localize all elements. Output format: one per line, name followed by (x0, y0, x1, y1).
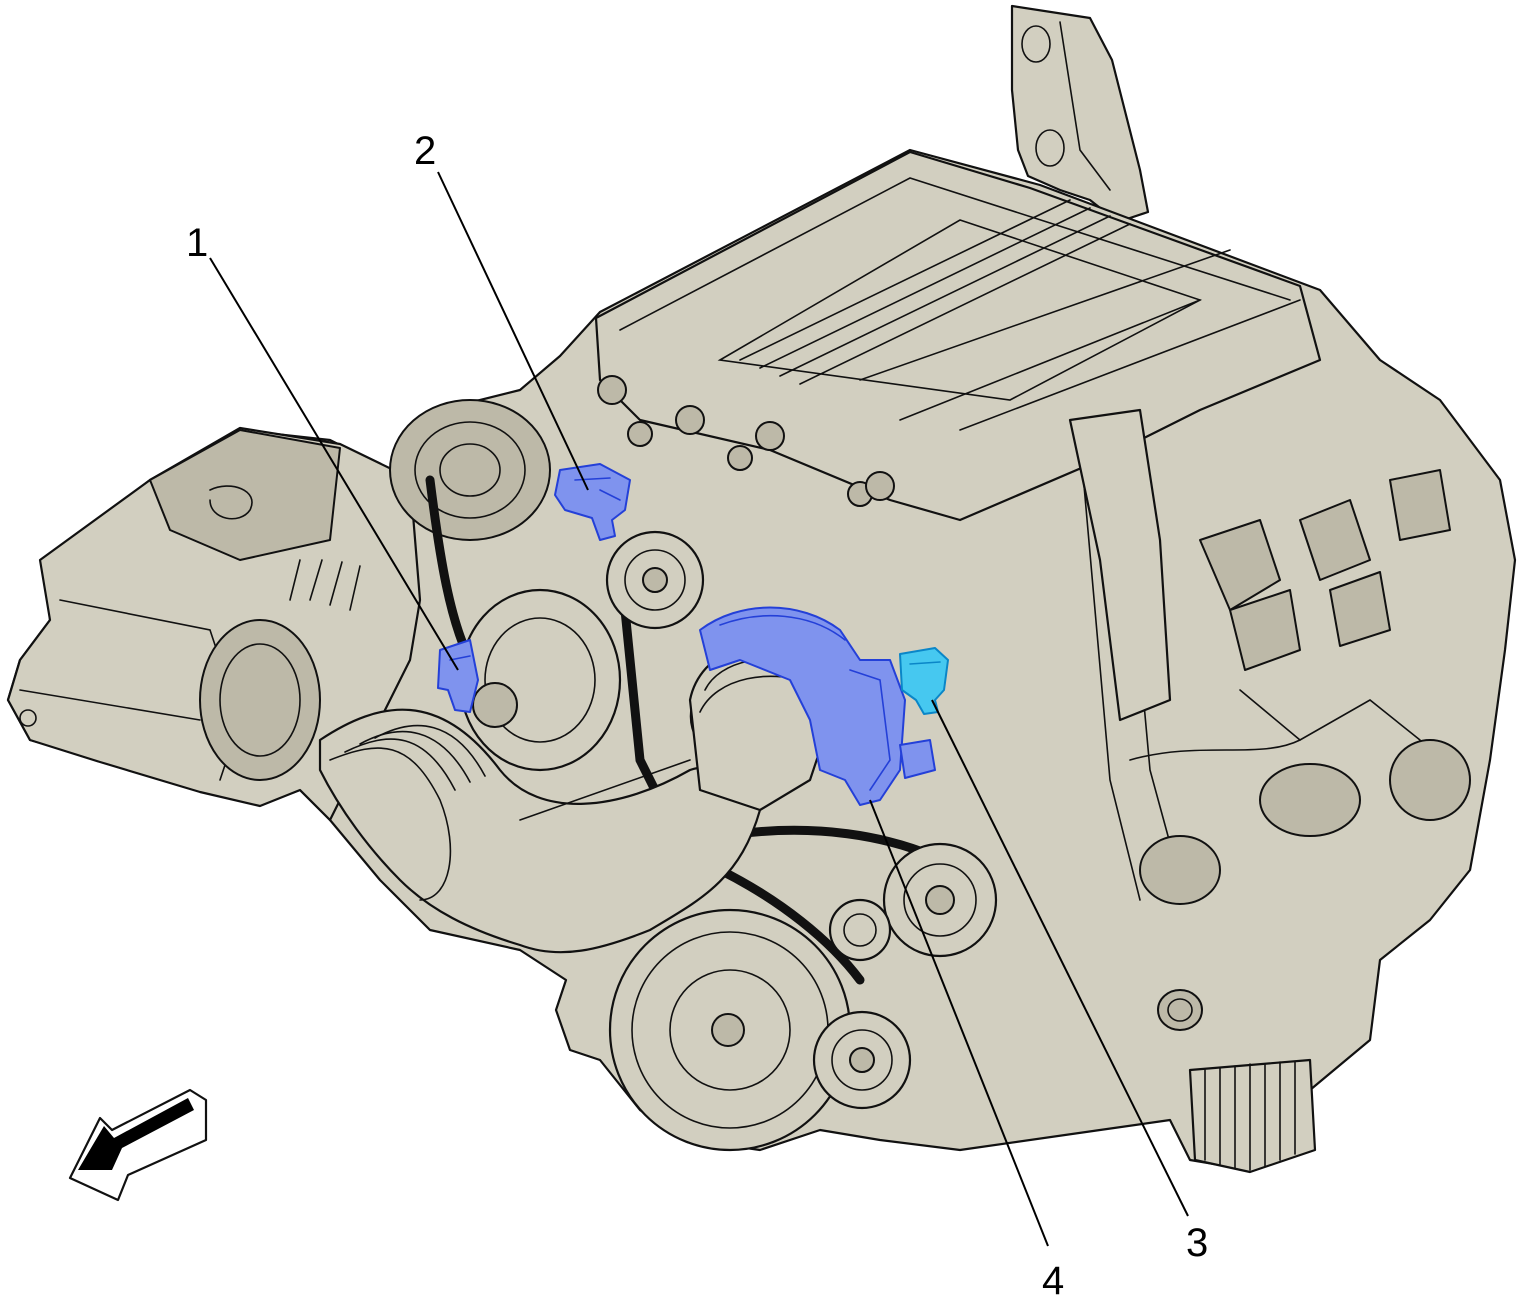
air-cleaner-housing (6, 426, 422, 822)
component-1-sensor (437, 639, 479, 713)
callout-leaders (209, 171, 1189, 1247)
callout-1: 1 (186, 221, 208, 265)
callout-4: 4 (1042, 1259, 1064, 1303)
front-direction-arrow (68, 1088, 208, 1202)
leader-line-4 (869, 799, 1049, 1247)
crankshaft-pulley (608, 825, 998, 1152)
component-3-sensor (899, 647, 949, 715)
throttle-body (699, 606, 936, 806)
right-side-components (1068, 408, 1471, 1031)
callout-2: 2 (414, 129, 436, 173)
leader-line-2 (437, 171, 589, 491)
callout-3: 3 (1186, 1221, 1208, 1265)
oil-filter (1188, 1058, 1317, 1174)
leader-line-3 (931, 699, 1189, 1217)
component-2-sensor (554, 463, 631, 541)
leader-line-1 (209, 257, 459, 671)
fuel-rail-fittings (597, 375, 895, 507)
alternator (389, 399, 551, 541)
